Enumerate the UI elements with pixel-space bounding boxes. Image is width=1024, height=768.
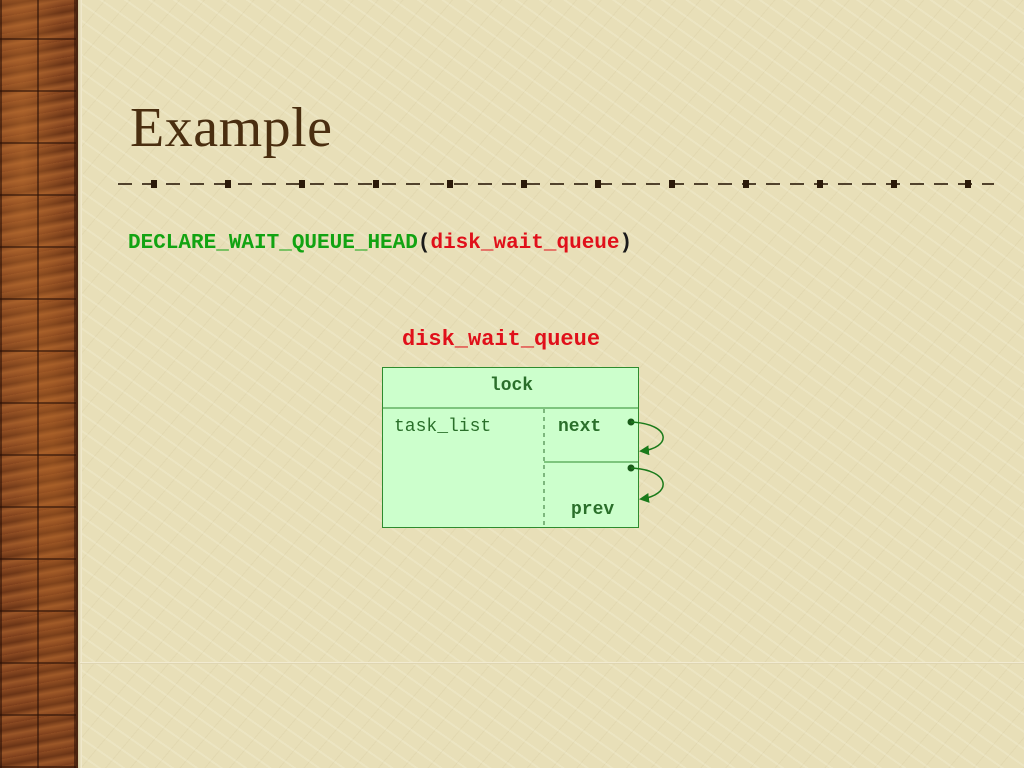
separator-dot — [743, 180, 749, 188]
separator-dot — [595, 180, 601, 188]
separator-dot — [521, 180, 527, 188]
macro-argument: disk_wait_queue — [430, 232, 620, 255]
open-paren: ( — [417, 232, 431, 255]
wait-queue-struct: lock task_list next prev — [382, 367, 639, 528]
close-paren: ) — [619, 232, 633, 255]
next-pointer-field: next — [558, 417, 602, 437]
macro-name: DECLARE_WAIT_QUEUE_HEAD — [128, 232, 418, 255]
struct-variable-label: disk_wait_queue — [402, 327, 601, 352]
wood-sidebar-decoration — [0, 0, 82, 768]
separator-dot — [817, 180, 823, 188]
task-list-field: task_list — [394, 417, 492, 437]
separator-dot — [225, 180, 231, 188]
title-separator — [118, 180, 994, 188]
footer-divider — [80, 662, 1024, 664]
separator-dot — [299, 180, 305, 188]
separator-dot — [891, 180, 897, 188]
lock-field: lock — [489, 376, 534, 396]
separator-dot — [151, 180, 157, 188]
separator-dot — [965, 180, 971, 188]
prev-pointer-field: prev — [571, 500, 615, 520]
separator-dot — [447, 180, 453, 188]
separator-dot — [669, 180, 675, 188]
slide-title: Example — [130, 97, 333, 159]
code-declaration: DECLARE_WAIT_QUEUE_HEAD(disk_wait_queue) — [128, 232, 632, 255]
separator-dot — [373, 180, 379, 188]
